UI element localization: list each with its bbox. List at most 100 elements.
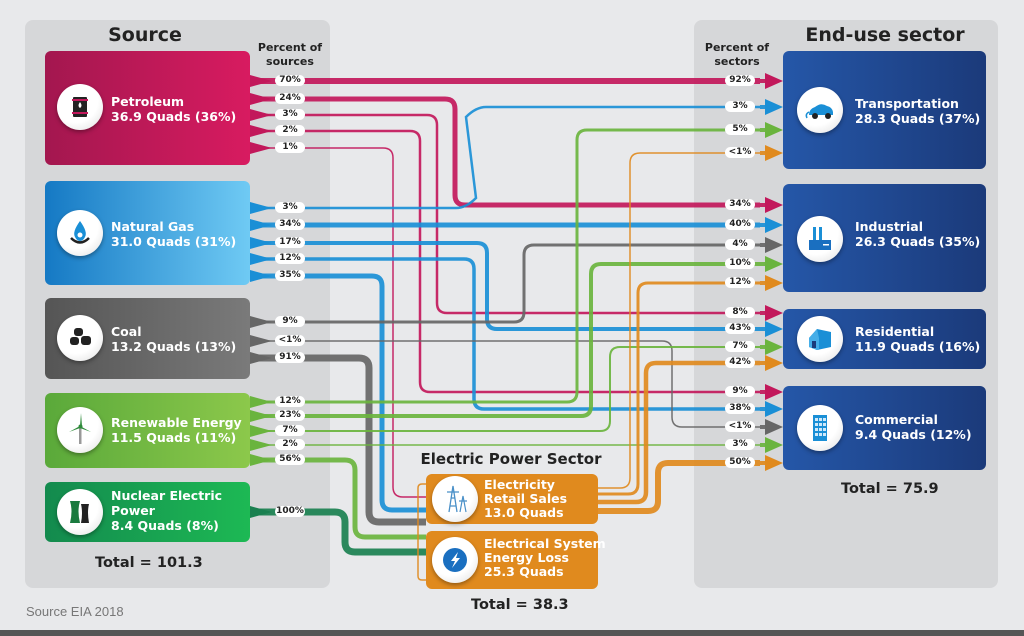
source-flow-tip: [250, 253, 272, 265]
sector-arrow-icon: [765, 145, 783, 161]
source-coal[interactable]: Coal 13.2 Quads (13%): [45, 298, 250, 379]
sector-arrow-icon: [765, 321, 783, 337]
source-percent-label: 56%: [275, 454, 305, 465]
sector-arrow-icon: [765, 237, 783, 253]
source-percent-label: 91%: [275, 352, 305, 363]
source-flow-tip: [250, 425, 272, 437]
source-flow-tip: [250, 410, 272, 422]
percent-of-sources-header: Percent of sources: [257, 41, 323, 68]
source-percent-label: 3%: [275, 109, 305, 120]
electric-power-total: Total = 38.3: [471, 597, 569, 613]
source-flow-tip: [250, 75, 272, 87]
source-petroleum[interactable]: Petroleum 36.9 Quads (36%): [45, 51, 250, 165]
flow-electricity-residential: [598, 360, 760, 505]
flow-renewable-electric-power: [250, 457, 426, 540]
flow-gas-commercial: [250, 257, 760, 411]
source-flow-tip: [250, 396, 272, 408]
lightning-bolt-icon: [432, 537, 478, 583]
sector-percent-label: <1%: [725, 421, 755, 432]
office-building-icon: [797, 405, 843, 451]
source-value: 13.2 Quads (13%): [111, 339, 237, 354]
electric-car-icon: [797, 87, 843, 133]
source-flow-tip: [250, 316, 272, 328]
bottom-edge: [0, 630, 1024, 636]
flow-renewable-residential: [250, 346, 760, 432]
source-name: Nuclear Electric: [111, 488, 223, 503]
enduse-total: Total = 75.9: [841, 481, 939, 497]
electrical-system-energy-loss[interactable]: Electrical System Energy Loss 25.3 Quads: [426, 531, 606, 589]
source-percent-label: 9%: [275, 316, 305, 327]
electric-power-bracket: [417, 483, 426, 581]
cooling-tower-icon: [57, 489, 103, 535]
flow-petroleum-residential: [250, 113, 760, 315]
flow-gas-electric-power: [250, 273, 426, 513]
sector-commercial[interactable]: Commercial 9.4 Quads (12%): [783, 386, 986, 470]
sector-percent-label: 34%: [725, 199, 755, 210]
sector-arrow-icon: [765, 401, 783, 417]
sector-value: 26.3 Quads (35%): [855, 234, 981, 249]
flow-coal-industrial: [250, 243, 760, 324]
sector-percent-label: 40%: [725, 219, 755, 230]
sector-value: 11.9 Quads (16%): [855, 339, 981, 354]
sector-name: Transportation: [855, 96, 959, 111]
sector-percent-label: 10%: [725, 258, 755, 269]
sector-percent-label: <1%: [725, 147, 755, 158]
source-name: Coal: [111, 324, 142, 339]
flow-electricity-transportation: [598, 152, 760, 489]
source-percent-label: 2%: [275, 125, 305, 136]
source-flow-tip: [250, 142, 272, 154]
sector-arrow-icon: [765, 355, 783, 371]
electricity-retail-sales[interactable]: Electricity Retail Sales 13.0 Quads: [426, 474, 598, 524]
sector-arrow-icon: [765, 217, 783, 233]
flow-petroleum-commercial: [250, 129, 760, 394]
sector-name: Residential: [855, 324, 935, 339]
house-icon: [797, 316, 843, 362]
source-natural-gas[interactable]: Natural Gas 31.0 Quads (31%): [45, 181, 250, 285]
sector-arrow-icon: [765, 455, 783, 471]
percent-of-sectors-header: Percent of sectors: [704, 41, 770, 68]
source-panel-title: Source: [108, 24, 182, 46]
source-nuclear[interactable]: Nuclear Electric Power 8.4 Quads (8%): [45, 482, 250, 542]
flow-electricity-industrial: [598, 281, 760, 496]
source-name: Power: [111, 503, 155, 518]
sector-residential[interactable]: Residential 11.9 Quads (16%): [783, 309, 986, 369]
source-percent-label: 12%: [275, 396, 305, 407]
sector-percent-label: 50%: [725, 457, 755, 468]
electric-power-title: Electric Power Sector: [420, 450, 602, 468]
source-value: 36.9 Quads (36%): [111, 109, 237, 124]
sector-arrow-icon: [765, 384, 783, 400]
source-renewable[interactable]: Renewable Energy 11.5 Quads (11%): [45, 393, 250, 468]
source-percent-label: 23%: [275, 410, 305, 421]
source-value: 31.0 Quads (31%): [111, 234, 237, 249]
flow-nuclear-electric-power: [250, 508, 426, 556]
wind-turbine-icon: [57, 407, 103, 453]
sector-percent-label: 92%: [725, 75, 755, 86]
source-percent-label: 35%: [275, 270, 305, 281]
sector-percent-label: 38%: [725, 403, 755, 414]
sector-percent-label: 42%: [725, 357, 755, 368]
flow-gas-residential: [250, 241, 760, 331]
source-flow-tip: [250, 109, 272, 121]
sector-industrial[interactable]: Industrial 26.3 Quads (35%): [783, 184, 986, 292]
source-name: Petroleum: [111, 94, 185, 109]
sector-arrow-icon: [765, 122, 783, 138]
source-percent-label: 24%: [275, 93, 305, 104]
sector-transportation[interactable]: Transportation 28.3 Quads (37%): [783, 51, 986, 169]
source-flow-tip: [250, 439, 272, 451]
power-pylon-icon: [432, 476, 478, 522]
source-flow-tip: [250, 454, 272, 466]
source-total: Total = 101.3: [95, 555, 203, 571]
source-percent-label: 70%: [275, 75, 305, 86]
sector-percent-label: 4%: [725, 239, 755, 250]
source-flow-tip: [250, 202, 272, 214]
source-name: Natural Gas: [111, 219, 195, 234]
enduse-panel-title: End-use sector: [805, 24, 965, 46]
sector-percent-label: 43%: [725, 323, 755, 334]
source-flow-tip: [250, 237, 272, 249]
source-percent-label: 12%: [275, 253, 305, 264]
sector-arrow-icon: [765, 419, 783, 435]
source-percent-label: 17%: [275, 237, 305, 248]
source-flow-tip: [250, 270, 272, 282]
sector-percent-label: 9%: [725, 386, 755, 397]
source-percent-label: <1%: [275, 335, 305, 346]
